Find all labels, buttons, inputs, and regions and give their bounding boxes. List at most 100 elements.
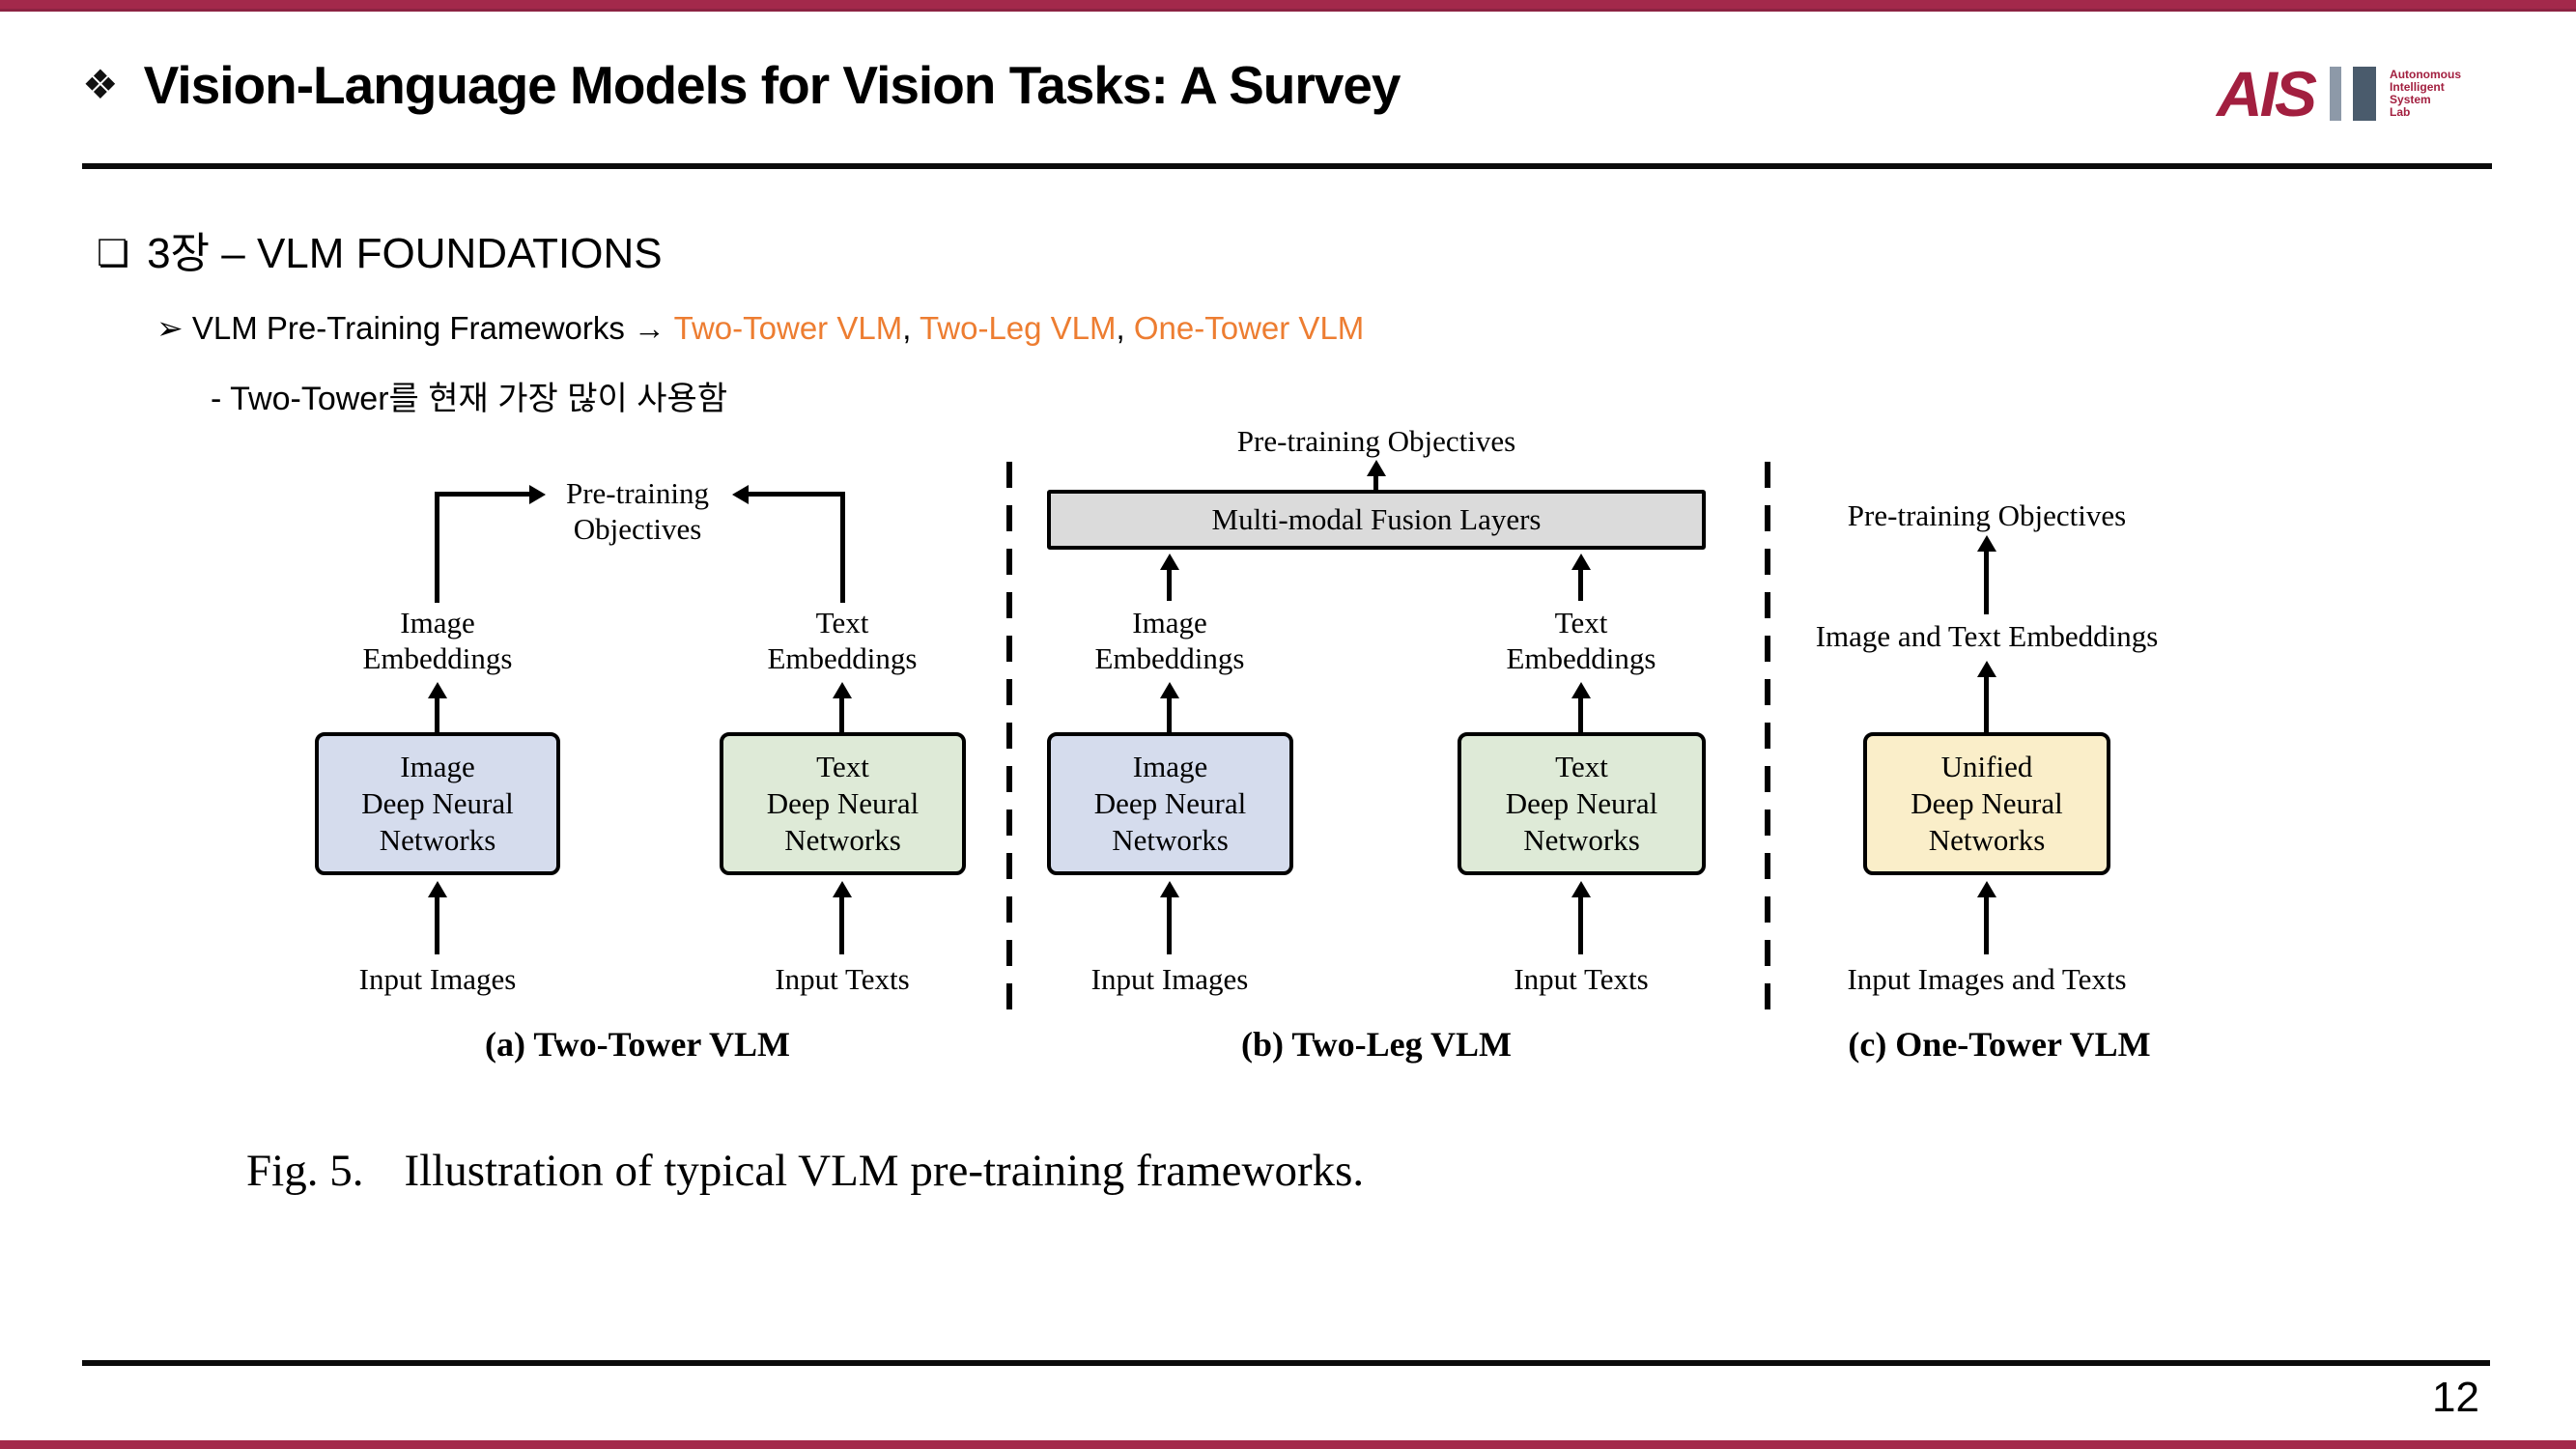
- arrowhead-up-icon: [1571, 682, 1591, 698]
- arrow-line: [435, 896, 439, 954]
- box-line: Deep Neural: [361, 786, 514, 820]
- figure-number: Fig. 5.: [246, 1146, 364, 1196]
- arrow-line: [839, 896, 844, 954]
- panel-b-caption: (b) Two-Leg VLM: [1240, 1025, 1513, 1064]
- page-title: Vision-Language Models for Vision Tasks:…: [143, 55, 1401, 115]
- arrowhead-up-icon: [833, 682, 852, 698]
- arrow-line: [1984, 551, 1989, 614]
- panel-divider-dashed: [1006, 462, 1012, 1027]
- box-line: Deep Neural: [766, 786, 920, 820]
- box-line: Deep Neural: [1505, 786, 1658, 820]
- box-line: Networks: [1928, 823, 2046, 857]
- label-line: Image: [1132, 606, 1207, 639]
- arrow-line: [1984, 676, 1989, 732]
- arrow-line: [1167, 697, 1172, 732]
- label-line: Image: [400, 606, 475, 639]
- arrowhead-up-icon: [428, 682, 447, 698]
- input-images-texts-label-c: Input Images and Texts: [1847, 962, 2127, 996]
- text-embeddings-label-a: Text Embeddings: [768, 605, 918, 676]
- arrowhead-up-icon: [833, 881, 852, 897]
- square-bullet-icon: ❏: [97, 234, 130, 274]
- logo-org-name: Autonomous Intelligent System Lab: [2390, 69, 2461, 119]
- bullet-text: VLM Pre-Training Frameworks: [191, 310, 635, 346]
- box-line: Deep Neural: [1911, 786, 2063, 820]
- arrowhead-up-icon: [1571, 881, 1591, 897]
- arrowhead-up-icon: [428, 881, 447, 897]
- bottom-accent-bar: [0, 1440, 2576, 1449]
- box-line: Networks: [1112, 823, 1229, 857]
- arrow-bullet-icon: ➢: [156, 310, 184, 346]
- box-line: Networks: [784, 823, 901, 857]
- sub-note: - Two-Tower를 현재 가장 많이 사용함: [211, 381, 728, 417]
- header: ❖ Vision-Language Models for Vision Task…: [82, 54, 1401, 116]
- arrowhead-up-icon: [1977, 661, 1996, 677]
- label-line: Text: [815, 606, 869, 639]
- input-images-label-b: Input Images: [1090, 962, 1249, 996]
- logo-wordmark: AIS: [2217, 58, 2317, 129]
- box-line: Image: [1132, 750, 1208, 783]
- pretraining-objectives-label-b: Pre-training Objectives: [1236, 424, 1516, 458]
- separator: ,: [1116, 310, 1134, 346]
- box-line: Text: [1555, 750, 1608, 783]
- arrow-line: [1984, 896, 1989, 954]
- footer-divider: [82, 1360, 2490, 1366]
- input-images-label-a: Input Images: [358, 962, 517, 996]
- input-texts-label-a: Input Texts: [775, 962, 910, 996]
- pretraining-objectives-label-a: Pre-training Objectives: [566, 475, 709, 547]
- arrowhead-up-icon: [1367, 460, 1386, 476]
- label-line: Embeddings: [1506, 641, 1656, 675]
- figure-caption: Fig. 5. Illustration of typical VLM pre-t…: [246, 1145, 1364, 1197]
- arrowhead-up-icon: [1160, 554, 1179, 570]
- box-line: Deep Neural: [1093, 786, 1247, 820]
- vlm-frameworks-figure: Pre-training Objectives Image Embeddings…: [290, 415, 2318, 1092]
- separator: ,: [902, 310, 920, 346]
- logo-org-line: Lab: [2390, 105, 2411, 119]
- arrow-line: [1578, 569, 1583, 601]
- label-line: Pre-training: [565, 476, 710, 510]
- panel-divider-dashed: [1765, 462, 1770, 1027]
- text-embeddings-label-b: Text Embeddings: [1507, 605, 1656, 676]
- box-line: Networks: [1523, 823, 1640, 857]
- arrow-line: [1578, 896, 1583, 954]
- framework-name: Two-Tower VLM: [673, 310, 903, 346]
- arrowhead-right-icon: [529, 485, 546, 504]
- arrow-line: [840, 492, 845, 603]
- section-title: 3장 – VLM FOUNDATIONS: [147, 230, 663, 277]
- logo-bar-icon: [2330, 67, 2342, 121]
- box-line: Unified: [1940, 750, 2033, 783]
- panel-c-caption: (c) One-Tower VLM: [1848, 1025, 2151, 1064]
- logo-org-line: Intelligent: [2390, 80, 2445, 94]
- right-arrow-glyph: →: [634, 310, 674, 346]
- arrow-line: [435, 697, 439, 732]
- top-accent-bar: [0, 0, 2576, 12]
- arrow-line: [1578, 697, 1583, 732]
- image-dnn-box-b: Image Deep Neural Networks: [1047, 732, 1293, 875]
- arrow-line: [1167, 569, 1172, 601]
- input-texts-label-b: Input Texts: [1514, 962, 1649, 996]
- arrow-line: [839, 697, 844, 732]
- framework-name: Two-Leg VLM: [919, 310, 1117, 346]
- box-line: Text: [816, 750, 869, 783]
- section-heading: ❏ 3장 – VLM FOUNDATIONS: [97, 218, 663, 280]
- unified-dnn-box-c: Unified Deep Neural Networks: [1863, 732, 2110, 875]
- ais-lab-logo: AIS Autonomous Intelligent System Lab: [2217, 62, 2461, 126]
- arrow-line: [435, 492, 529, 497]
- page-number: 12: [2432, 1374, 2479, 1421]
- box-line: Image: [400, 750, 475, 783]
- panel-a-caption: (a) Two-Tower VLM: [484, 1025, 791, 1064]
- arrow-line: [749, 492, 845, 497]
- text-dnn-box-a: Text Deep Neural Networks: [720, 732, 966, 875]
- label-line: Embeddings: [1094, 641, 1245, 675]
- arrowhead-left-icon: [732, 485, 749, 504]
- figure-caption-text: Illustration of typical VLM pre-training…: [404, 1146, 1365, 1196]
- arrow-line: [435, 492, 439, 603]
- arrow-line: [1373, 475, 1378, 490]
- box-line: Multi-modal Fusion Layers: [1211, 502, 1542, 536]
- label-line: Text: [1554, 606, 1608, 639]
- image-text-embeddings-label-c: Image and Text Embeddings: [1815, 619, 2159, 653]
- diamond-bullet-icon: ❖: [82, 62, 119, 107]
- label-line: Embeddings: [767, 641, 918, 675]
- arrowhead-up-icon: [1977, 535, 1996, 552]
- multimodal-fusion-box: Multi-modal Fusion Layers: [1047, 490, 1706, 550]
